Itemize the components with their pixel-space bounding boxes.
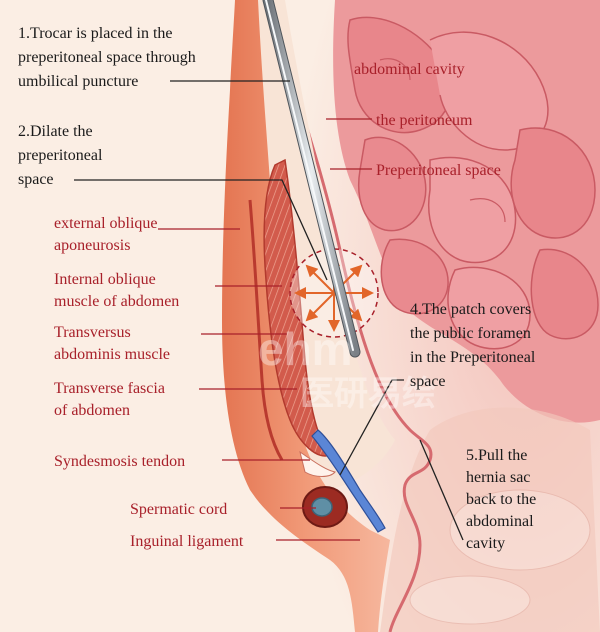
mesh-patch	[311, 429, 386, 533]
label-transverse-fascia-line2: of abdomen	[54, 402, 130, 419]
label-step1-line3: umbilical puncture	[18, 73, 139, 90]
label-step4-line2: the public foramen	[410, 325, 531, 342]
label-step2-line3: space	[18, 171, 54, 188]
label-transversus-line1: Transversus	[54, 324, 131, 341]
muscle-layers	[263, 158, 332, 457]
label-step5-line2: hernia sac	[466, 469, 531, 486]
label-external-oblique-line1: external oblique	[54, 215, 158, 232]
external-oblique-line	[248, 199, 284, 461]
label-step2-line2: preperitoneal	[18, 147, 103, 164]
label-transverse-fascia-line1: Transverse fascia	[54, 380, 165, 397]
label-step2-line1: 2.Dilate the	[18, 123, 93, 140]
syndesmosis-tendon-shape	[299, 450, 336, 477]
intestines	[333, 0, 600, 423]
pelvic-structures	[380, 407, 600, 632]
peritoneum-line	[268, 0, 433, 632]
spermatic-cord-shape	[311, 497, 333, 517]
label-external-oblique-line2: aponeurosis	[54, 237, 131, 254]
leader-lines	[74, 80, 464, 541]
label-step4-line1: 4.The patch covers	[410, 301, 532, 318]
trocar	[262, 0, 361, 358]
label-step5-line3: back to the	[466, 491, 537, 508]
label-step5-line1: 5.Pull the	[466, 447, 528, 464]
label-step4-line4: space	[410, 373, 446, 390]
label-inguinal-ligament: Inguinal ligament	[130, 533, 244, 550]
label-peritoneum: the peritoneum	[376, 112, 473, 129]
label-abdominal-cavity: abdominal cavity	[354, 61, 465, 78]
label-transversus-line2: abdominis muscle	[54, 346, 170, 363]
label-internal-oblique-line2: muscle of abdomen	[54, 293, 180, 310]
label-internal-oblique-line1: Internal oblique	[54, 271, 156, 288]
label-step1-line1: 1.Trocar is placed in the	[18, 25, 173, 42]
label-preperitoneal-space: Preperitoneal space	[376, 162, 501, 179]
label-step4-line3: in the Preperitoneal	[410, 349, 536, 366]
abdominal-wall	[222, 0, 390, 632]
label-step5-line4: abdominal	[466, 513, 534, 530]
label-syndesmosis-tendon: Syndesmosis tendon	[54, 453, 186, 470]
label-step1-line2: preperitoneal space through	[18, 49, 196, 66]
label-spermatic-cord: Spermatic cord	[130, 501, 228, 518]
label-step5-line5: cavity	[466, 535, 506, 552]
